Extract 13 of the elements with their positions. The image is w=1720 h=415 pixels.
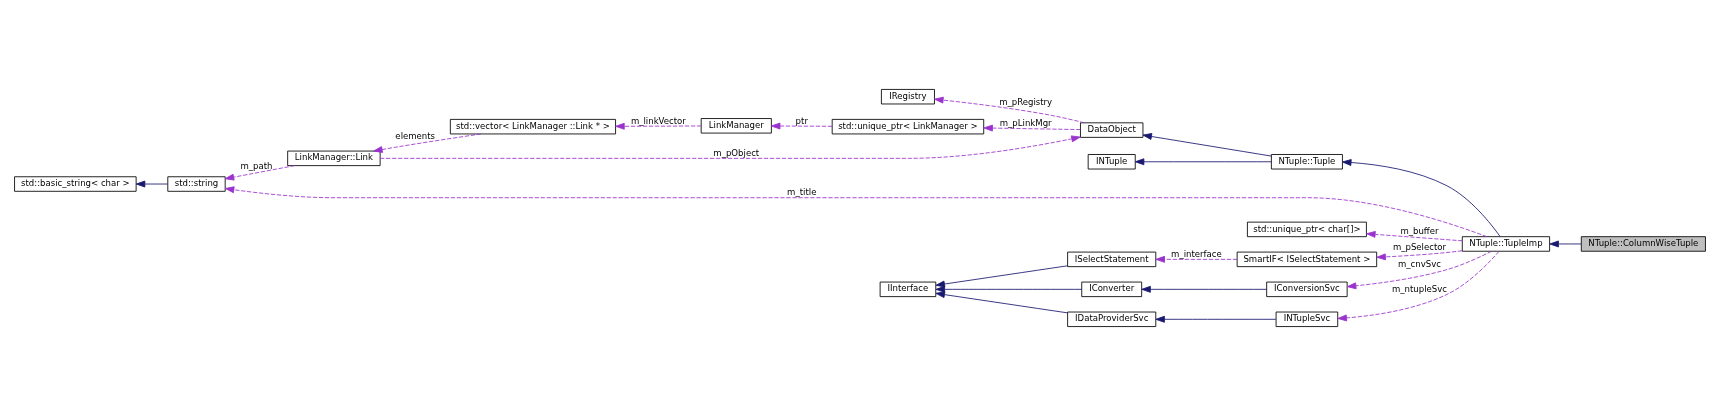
- edge-label: m_buffer: [1400, 225, 1439, 236]
- edge-label: m_ntupleSvc: [1391, 283, 1447, 294]
- edge-label: m_interface: [1171, 248, 1222, 259]
- edge-label: m_path: [240, 160, 273, 171]
- edge-label: m_pRegistry: [999, 96, 1053, 107]
- edge-label: m_linkVector: [630, 115, 686, 126]
- edge-label: m_title: [787, 186, 817, 197]
- edge-label: m_cnvSvc: [1398, 258, 1441, 269]
- edge-label: m_pLinkMgr: [999, 117, 1052, 128]
- edge-label: m_pObject: [713, 147, 760, 158]
- edge-label: m_pSelector: [1392, 241, 1447, 252]
- edge-label: ptr: [795, 115, 808, 126]
- edge-label: elements: [395, 130, 436, 141]
